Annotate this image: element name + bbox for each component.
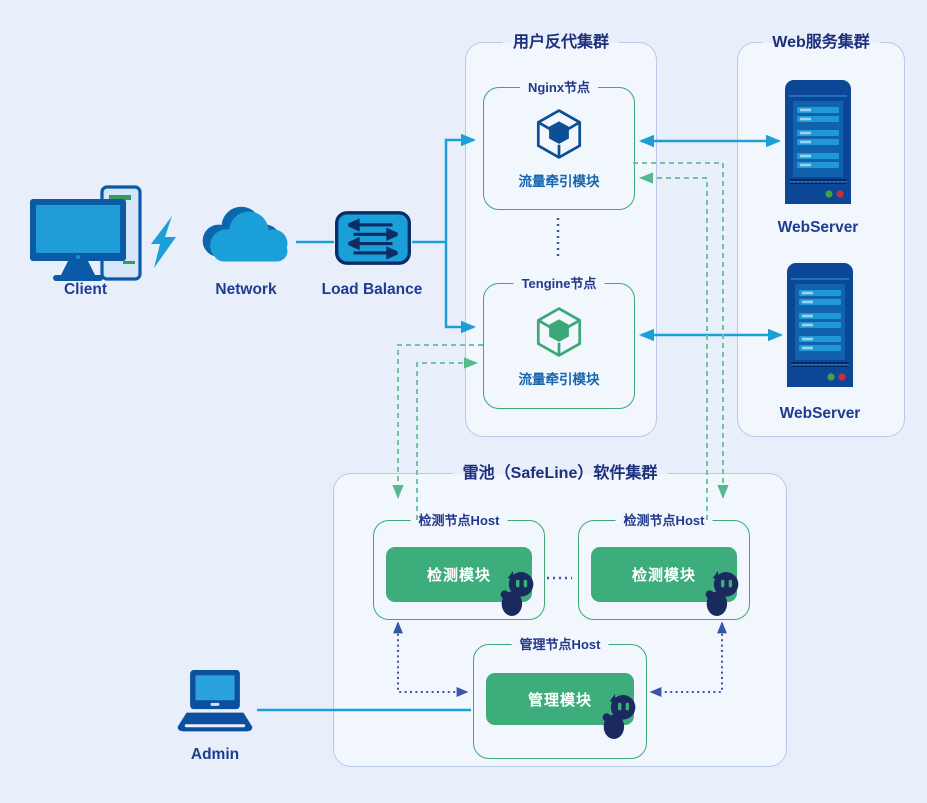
detect-module-2: 检测模块 (591, 547, 739, 616)
manage-module-label: 管理模块 (527, 691, 592, 709)
lightning-icon (151, 216, 176, 268)
admin-label: Admin (190, 746, 240, 763)
detect-module-1: 检测模块 (386, 547, 534, 616)
traffic-module-label: 流量牵引模块 (518, 174, 600, 189)
cube-icon (536, 306, 582, 357)
manage-module: 管理模块 (486, 673, 636, 739)
cluster-safeline: 雷池（SafeLine）软件集群 检测节点Host 检测模块 检测节点 (333, 463, 787, 767)
client-computer-icon (30, 185, 142, 281)
cluster-web-title: Web服务集群 (762, 32, 880, 54)
cluster-reverse-proxy-title: 用户反代集群 (502, 32, 620, 54)
network-label: Network (215, 281, 277, 298)
cube-icon (536, 109, 582, 159)
node-detect-host-1: 检测节点Host 检测模块 (373, 512, 545, 620)
client-label: Client (63, 281, 108, 298)
webserver1-label: WebServer (777, 219, 859, 236)
node-nginx: Nginx节点 流量牵引模块 (483, 79, 635, 210)
mascot-icon (602, 694, 636, 739)
cluster-reverse-proxy: 用户反代集群 Nginx节点 流量牵引模块 Tengine节点 流量牵引模块 (465, 32, 657, 437)
server-icon (787, 263, 853, 387)
load-balancer-icon (335, 211, 411, 265)
node-detect-host-2: 检测节点Host 检测模块 (578, 512, 750, 620)
admin-laptop-icon (177, 670, 253, 732)
mascot-icon (705, 571, 739, 616)
node-tengine-title: Tengine节点 (513, 275, 605, 293)
node-detect-host-1-title: 检测节点Host (410, 512, 508, 530)
mascot-icon (500, 571, 534, 616)
traffic-module-label: 流量牵引模块 (518, 371, 600, 387)
cluster-safeline-title: 雷池（SafeLine）软件集群 (452, 463, 668, 485)
detect-module-2-label: 检测模块 (631, 567, 696, 584)
node-nginx-title: Nginx节点 (519, 79, 599, 97)
node-detect-host-2-title: 检测节点Host (615, 512, 713, 530)
node-manage-host-title: 管理节点Host (511, 636, 609, 654)
load-balance-label: Load Balance (321, 281, 423, 298)
node-tengine: Tengine节点 流量牵引模块 (483, 275, 635, 409)
node-manage-host: 管理节点Host 管理模块 (473, 636, 647, 759)
webserver2-label: WebServer (779, 405, 861, 422)
network-cloud-icon (202, 206, 288, 262)
detect-module-1-label: 检测模块 (426, 567, 491, 584)
server-icon (785, 80, 851, 204)
